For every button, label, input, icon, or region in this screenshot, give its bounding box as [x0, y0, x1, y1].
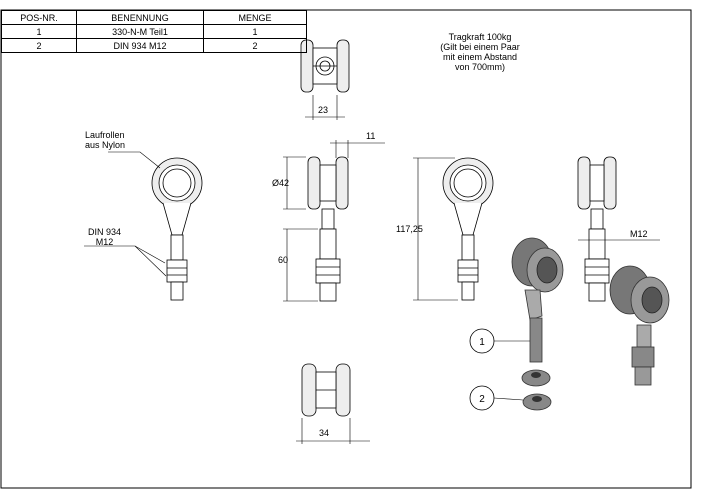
parts-list-table: POS-NR. BENENNUNG MENGE 1 330-N-M Teil1 … — [1, 10, 307, 53]
dim-text-offset: 11 — [366, 131, 376, 141]
balloon-2-circle — [469, 385, 495, 411]
top-view-wheel — [300, 39, 350, 93]
balloon-leaders — [493, 340, 530, 401]
dim-text-bottom-width: 34 — [319, 428, 330, 438]
note-line-2: (Gilt bei einem Paar — [440, 42, 520, 52]
balloon-1-circle — [469, 328, 495, 354]
dim-top-width — [305, 95, 345, 120]
drawing-frame — [0, 9, 692, 489]
cell-designation: 330-N-M Teil1 — [76, 24, 204, 39]
side-view-center — [307, 156, 349, 302]
cell-designation: DIN 934 M12 — [76, 38, 204, 53]
iso-roller-assembly-1 — [511, 237, 564, 363]
header-pos: POS-NR. — [1, 10, 77, 25]
nut-spec-label: DIN 934 M12 — [88, 227, 121, 247]
thread-size-label: M12 — [630, 229, 648, 239]
balloon-1-text: 1 — [479, 337, 485, 348]
cell-quantity: 2 — [203, 38, 307, 53]
cell-quantity: 1 — [203, 24, 307, 39]
wheel-material-label: Laufrollen aus Nylon — [85, 130, 125, 150]
dim-center — [283, 140, 385, 302]
dim-text-diameter: Ø42 — [272, 178, 290, 188]
header-quantity: MENGE — [203, 10, 307, 25]
iso-roller-assembly-2 — [609, 265, 670, 386]
header-designation: BENENNUNG — [76, 10, 204, 25]
cell-pos: 2 — [1, 38, 77, 53]
load-capacity-note: Tragkraft 100kg (Gilt bei einem Paar mit… — [420, 32, 540, 72]
iso-nut-2 — [522, 393, 552, 411]
dim-total-height — [413, 157, 458, 301]
front-view-right — [442, 157, 494, 301]
wheel-label-line-2: aus Nylon — [85, 140, 126, 150]
dim-bottom-width — [296, 418, 370, 444]
cell-pos: 1 — [1, 24, 77, 39]
note-line-1: Tragkraft 100kg — [448, 32, 512, 42]
nut-label-line-2: M12 — [95, 237, 114, 247]
dim-text-total-height: 117,25 — [396, 224, 423, 234]
table-row: 1 330-N-M Teil1 1 — [1, 24, 307, 39]
bottom-view-wheel — [301, 363, 351, 417]
dim-text-top-width: 23 — [318, 105, 329, 115]
wheel-label-line-1: Laufrollen — [85, 130, 125, 140]
note-line-3: mit einem Abstand — [442, 52, 518, 62]
iso-nut-1 — [521, 369, 551, 387]
note-line-4: von 700mm) — [454, 62, 506, 72]
nut-label-line-1: DIN 934 — [88, 227, 122, 237]
front-view-left — [151, 157, 203, 301]
table-header-row: POS-NR. BENENNUNG MENGE — [1, 10, 307, 25]
leader-lines-left — [84, 151, 167, 277]
side-view-right — [577, 156, 617, 302]
dim-text-shaft-length: 60 — [278, 255, 289, 265]
balloon-2-text: 2 — [479, 394, 485, 405]
table-row: 2 DIN 934 M12 2 — [1, 38, 307, 53]
